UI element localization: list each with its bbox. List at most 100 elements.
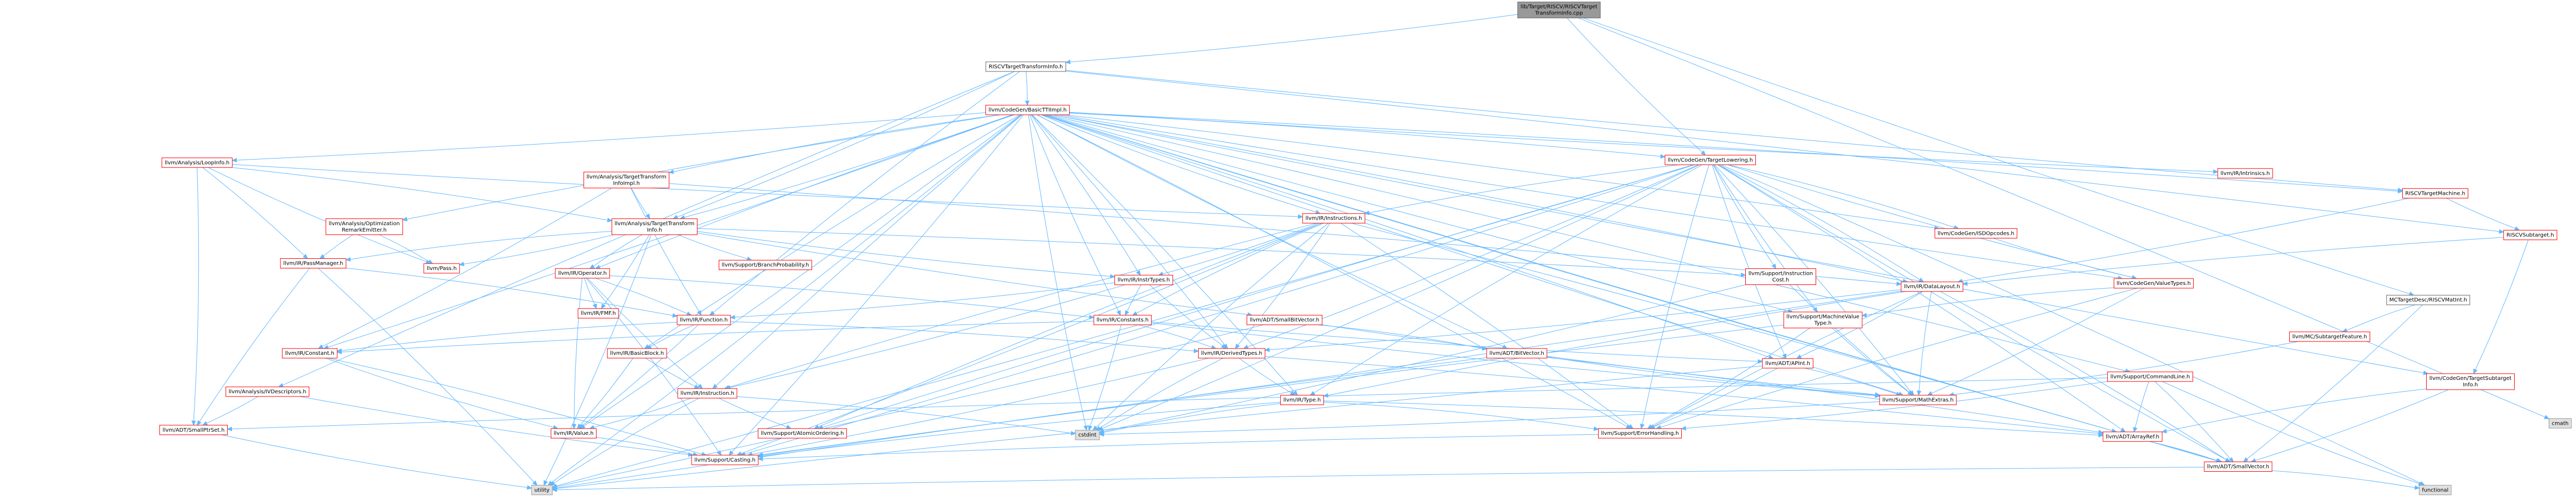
arrowhead-icon [589, 264, 595, 269]
node-box [607, 348, 667, 359]
edge-line [2166, 388, 2427, 432]
edge-basictti-to-instruction [712, 114, 1023, 389]
node-box [691, 455, 759, 465]
node-casting[interactable]: llvm/Support/Casting.h [691, 455, 759, 465]
edge-line [1103, 403, 1281, 433]
arrowhead-icon [302, 253, 308, 259]
node-loopinfo[interactable]: llvm/Analysis/LoopInfo.h [162, 157, 233, 168]
node-mcsubfeat[interactable]: llvm/MC/SubtargetFeature.h [2289, 331, 2370, 342]
arrowhead-icon [1193, 348, 1199, 353]
node-label: llvm/Analysis/Optimization [329, 221, 400, 227]
node-label: llvm/IR/Instruction.h [680, 391, 734, 396]
node-instructions[interactable]: llvm/IR/Instructions.h [1302, 213, 1366, 224]
node-rvsubtarget[interactable]: RISCVSubtarget.h [2503, 229, 2557, 240]
edge-errhandling-to-casting [757, 434, 1599, 462]
node-label: llvm/Support/ErrorHandling.h [1601, 431, 1679, 436]
edge-line [346, 267, 673, 316]
edge-operator-to-casting [585, 277, 722, 456]
arrowhead-icon [428, 259, 434, 264]
edge-tlowering-to-arrayref [1717, 164, 2126, 432]
edge-root-to-cmath [1578, 18, 2550, 419]
node-operator[interactable]: llvm/IR/Operator.h [555, 268, 610, 279]
arrowhead-icon [1125, 310, 1129, 316]
node-instruction[interactable]: llvm/IR/Instruction.h [677, 388, 737, 399]
edge-function-to-derivedtypes [730, 321, 1199, 353]
node-passmgr[interactable]: llvm/IR/PassManager.h [280, 258, 347, 268]
arrowhead-icon [672, 313, 678, 318]
edge-line [1069, 112, 2214, 172]
node-datalayout[interactable]: llvm/IR/DataLayout.h [1900, 281, 1963, 292]
edge-line [1149, 284, 1223, 346]
edge-line [553, 398, 700, 483]
edge-line [1070, 14, 1518, 62]
node-smallbv[interactable]: llvm/ADT/SmallBitVector.h [1246, 315, 1322, 326]
node-bitvector[interactable]: llvm/ADT/BitVector.h [1486, 348, 1547, 359]
node-tti[interactable]: RISCVTargetTransformInfo.h [985, 61, 1066, 72]
node-intrinsics[interactable]: llvm/IR/Intrinsics.h [2217, 168, 2273, 179]
edge-line [684, 114, 1013, 218]
edge-line [2149, 441, 2218, 461]
node-basicblock[interactable]: llvm/IR/BasicBlock.h [607, 348, 667, 359]
node-mathextras[interactable]: llvm/Support/MathExtras.h [1879, 395, 1957, 406]
edge-line [1030, 114, 1138, 272]
edge-line [1931, 288, 2145, 394]
edge-line [1546, 356, 1875, 395]
edge-line [551, 114, 1022, 483]
edge-instruction-to-utility [549, 398, 700, 486]
edge-basictti-to-smallvector [1044, 114, 2223, 463]
node-type[interactable]: llvm/IR/Type.h [1280, 395, 1324, 406]
edge-basictti-to-errhandling [1036, 114, 1632, 429]
node-atti[interactable]: llvm/Analysis/TargetTransformInfo.h [612, 218, 697, 235]
node-apint[interactable]: llvm/ADT/APInt.h [1762, 358, 1813, 369]
edge-operator-to-instruction [587, 277, 703, 389]
arrowhead-icon [785, 424, 792, 429]
arrowhead-icon [1025, 100, 1030, 106]
edge-loopinfo-to-smallptrset [191, 167, 199, 426]
edge-line [744, 164, 1695, 455]
node-branchprob[interactable]: llvm/Support/BranchProbability.h [718, 260, 812, 271]
edge-line [236, 112, 986, 161]
edge-constant-to-value [325, 358, 559, 430]
edge-tlowering-to-instructions [1364, 164, 1680, 216]
node-arrayref[interactable]: llvm/ADT/ArrayRef.h [2102, 431, 2163, 442]
node-insttypes[interactable]: llvm/IR/InstrTypes.h [1114, 275, 1173, 285]
node-basictti[interactable]: llvm/CodeGen/BasicTTIImpl.h [985, 105, 1070, 115]
node-tlowering[interactable]: llvm/CodeGen/TargetLowering.h [1665, 155, 1756, 165]
edge-tlowering-to-errhandling [1640, 164, 1710, 430]
node-constant[interactable]: llvm/IR/Constant.h [282, 348, 338, 359]
node-constants[interactable]: llvm/IR/Constants.h [1093, 315, 1152, 326]
node-cgvaluetypes[interactable]: llvm/CodeGen/ValueTypes.h [2114, 278, 2194, 289]
node-label: llvm/IR/Value.h [553, 431, 593, 436]
node-box [1246, 315, 1322, 326]
edge-cgsubtarget-to-smallvector [2250, 389, 2449, 463]
node-atomicord[interactable]: llvm/Support/AtomicOrdering.h [758, 428, 847, 439]
node-smallptrset[interactable]: llvm/ADT/SmallPtrSet.h [159, 425, 228, 435]
node-value[interactable]: llvm/IR/Value.h [550, 428, 597, 439]
node-function[interactable]: llvm/IR/Function.h [677, 315, 731, 326]
node-pass[interactable]: llvm/Pass.h [423, 263, 460, 274]
arrowhead-icon [1896, 281, 1902, 287]
node-optremark[interactable]: llvm/Analysis/OptimizationRemarkEmitter.… [325, 218, 403, 235]
node-fmf[interactable]: llvm/IR/FMF.h [577, 308, 619, 319]
edge-line [574, 278, 583, 425]
node-errhandling[interactable]: llvm/Support/ErrorHandling.h [1598, 428, 1682, 439]
edge-line [1583, 18, 2410, 295]
node-ivdesc[interactable]: llvm/Analysis/IVDescriptors.h [226, 386, 310, 397]
arrowhead-icon [1364, 210, 1370, 216]
node-derivedtypes[interactable]: llvm/IR/DerivedTypes.h [1198, 348, 1265, 359]
node-isdopcodes[interactable]: llvm/CodeGen/ISDOpcodes.h [1935, 228, 2018, 239]
node-cmdline[interactable]: llvm/Support/CommandLine.h [2107, 371, 2193, 382]
edge-insttypes-to-derivedtypes [1149, 284, 1227, 349]
edge-type-to-casting [757, 402, 1281, 458]
arrowhead-icon [1907, 390, 1913, 396]
node-smallvector[interactable]: llvm/ADT/SmallVector.h [2204, 462, 2273, 472]
node-box [162, 157, 233, 168]
edge-tlowering-to-apint [1712, 164, 1787, 360]
node-mctarget[interactable]: MCTargetDesc/RISCVMatInt.h [2386, 295, 2470, 305]
arrowhead-icon [2161, 428, 2167, 434]
node-rvtm[interactable]: RISCVTargetMachine.h [2402, 188, 2468, 199]
